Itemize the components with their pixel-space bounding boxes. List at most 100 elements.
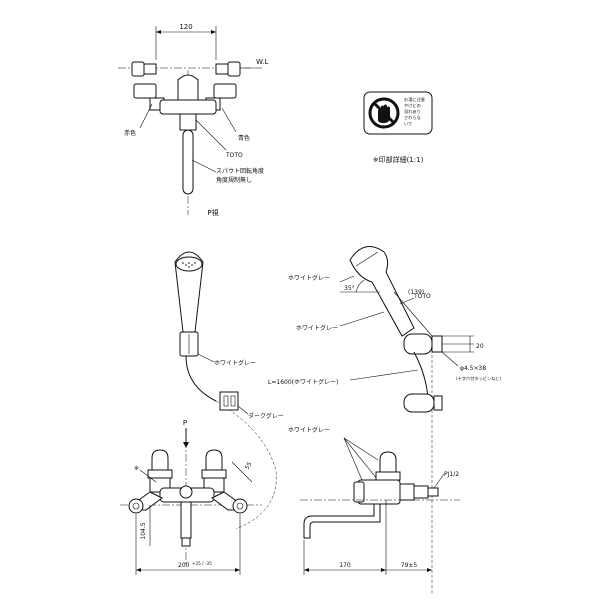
side-dim-139-line bbox=[393, 291, 433, 337]
side-brand: TOTO bbox=[413, 293, 431, 300]
side-dim-79: 79±5 bbox=[401, 562, 418, 569]
front-hose-upper bbox=[185, 355, 217, 402]
caution-text-line5: いで bbox=[404, 121, 412, 126]
side-thread-leader bbox=[433, 473, 445, 489]
front-dim-200: 200 bbox=[178, 562, 190, 569]
side-screw-2: (十字穴付タッピンねじ) bbox=[456, 375, 502, 382]
side-wg3-leader-b bbox=[343, 437, 379, 461]
side-label-white-gray-2: ホワイトグレー bbox=[296, 324, 338, 332]
side-handle bbox=[379, 451, 397, 473]
side-shower-head bbox=[349, 246, 415, 337]
side-holder-base bbox=[431, 335, 443, 353]
front-view-letter: P bbox=[183, 419, 187, 427]
side-label-white-gray-1: ホワイトグレー bbox=[288, 274, 330, 282]
front-right-union bbox=[232, 498, 248, 514]
front-right-union-inner bbox=[236, 502, 244, 510]
side-dim-170: 170 bbox=[339, 562, 351, 569]
plan-view-title: P視 bbox=[207, 208, 218, 217]
plan-spout-collar bbox=[179, 113, 197, 131]
plan-left-valve bbox=[133, 83, 157, 99]
front-hose-bracket bbox=[219, 391, 239, 411]
side-elbow bbox=[399, 483, 415, 501]
plan-left-handle-knob bbox=[131, 61, 145, 77]
front-dg-leader bbox=[237, 405, 249, 415]
no-touch-hand-icon bbox=[368, 97, 400, 129]
plan-spout bbox=[182, 129, 194, 195]
caution-text-line1: お湯に注意 bbox=[404, 96, 425, 103]
side-union bbox=[413, 485, 429, 499]
side-lower-bracket-base bbox=[433, 395, 443, 411]
caution-mark: お湯に注意 やけどの 恐れあり さわらな いで ※印部詳細(1:1) bbox=[363, 91, 433, 164]
plan-blue-label: 青色 bbox=[238, 134, 250, 142]
caution-text-line2: やけどの bbox=[404, 102, 421, 109]
front-right-valve-top bbox=[201, 469, 227, 479]
front-spout-tip bbox=[181, 537, 191, 547]
front-dim-104: 104.5 bbox=[140, 522, 147, 539]
front-bracket-slot-l bbox=[223, 395, 229, 407]
plan-note-line2: 角度規制無し bbox=[216, 176, 252, 184]
front-hose-path bbox=[215, 400, 277, 530]
plan-center-cap bbox=[177, 74, 199, 101]
plan-right-handle-hub bbox=[215, 63, 229, 75]
front-dim-tol: +25 / -35 bbox=[192, 561, 212, 566]
front-right-handle bbox=[205, 449, 223, 471]
side-wg3-leader-a bbox=[343, 437, 363, 481]
caution-text-line4: さわらな bbox=[404, 114, 421, 121]
side-shower-face bbox=[355, 251, 379, 267]
side-wg1-leader bbox=[339, 275, 355, 283]
front-shower-nozzles bbox=[182, 262, 196, 268]
side-screw-leader bbox=[441, 351, 459, 367]
front-mark: ※ bbox=[134, 465, 139, 472]
front-shower-face bbox=[175, 256, 203, 272]
front-left-valve-top bbox=[147, 469, 173, 479]
side-body-front bbox=[353, 481, 365, 503]
front-left-handle bbox=[151, 449, 169, 471]
front-wg-leader bbox=[197, 353, 215, 363]
side-view: 35° (139) TOTO 20 φ4.5×38 (十字穴付タッピンねじ) ホ… bbox=[268, 246, 502, 595]
front-label-dark-gray: ダークグレー bbox=[248, 412, 284, 420]
side-label-white-gray-3: ホワイトグレー bbox=[288, 426, 330, 434]
front-dim-55: 55 bbox=[244, 461, 254, 471]
caution-caption: ※印部詳細(1:1) bbox=[373, 155, 424, 164]
plan-note-line1: スパウト回転角度 bbox=[216, 167, 264, 175]
front-spout bbox=[180, 501, 192, 539]
plan-right-handle-knob bbox=[227, 61, 241, 77]
side-thread bbox=[427, 487, 439, 497]
side-valve-top bbox=[375, 471, 401, 481]
side-brand-leader bbox=[399, 297, 415, 305]
plan-brand-leader bbox=[195, 119, 227, 151]
caution-text-line3: 恐れあり bbox=[404, 109, 421, 115]
plan-red-label: 赤色 bbox=[124, 129, 136, 137]
plan-left-handle-hub bbox=[143, 63, 157, 75]
side-hose-leader bbox=[349, 369, 419, 381]
plan-view: 120 W.L 赤色 青色 TOTO スパウト回転角度 角度規制無し P視 bbox=[118, 23, 268, 217]
front-left-union bbox=[128, 498, 144, 514]
side-holder bbox=[403, 333, 433, 355]
front-left-union-inner bbox=[132, 502, 140, 510]
plan-red-leader bbox=[139, 103, 153, 129]
plan-note-leader bbox=[191, 159, 217, 173]
side-angle-arc bbox=[355, 279, 365, 293]
side-dim-20: 20 bbox=[476, 343, 484, 350]
side-spout bbox=[303, 503, 381, 539]
front-label-white-gray: ホワイトグレー bbox=[214, 359, 256, 367]
front-bracket-slot-r bbox=[230, 395, 236, 407]
side-thread-label: PJ1/2 bbox=[444, 471, 459, 478]
side-label-hose: L=1600(ホワイトグレー) bbox=[268, 378, 338, 386]
side-screw-1: φ4.5×38 bbox=[460, 365, 486, 372]
side-dim-79-arrow bbox=[427, 568, 432, 572]
plan-dim-120: 120 bbox=[179, 23, 192, 31]
plan-blue-leader bbox=[221, 107, 237, 133]
front-shower-head bbox=[174, 251, 204, 333]
front-body-cap bbox=[179, 485, 193, 499]
plan-faucet-body bbox=[159, 99, 217, 115]
plan-right-valve bbox=[213, 83, 237, 99]
side-dim-139: (139) bbox=[408, 289, 424, 296]
plan-wl-label: W.L bbox=[256, 58, 268, 66]
plan-brand-label: TOTO bbox=[225, 152, 243, 159]
side-wg2-leader bbox=[339, 311, 385, 327]
side-angle: 35° bbox=[344, 285, 355, 292]
front-dim-55-line bbox=[231, 461, 253, 483]
